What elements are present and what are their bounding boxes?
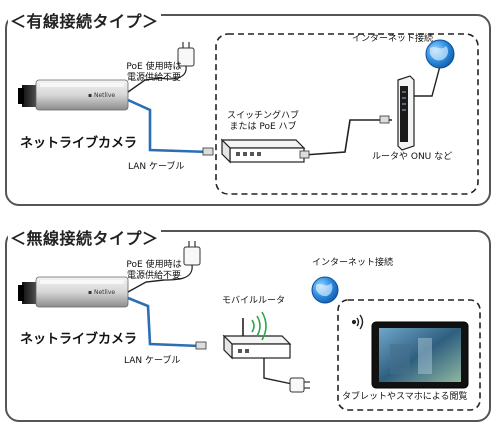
- switch-label-line1: スイッチングハブ: [226, 111, 299, 121]
- globe-icon: [311, 276, 339, 304]
- wireless-camera-label: ネットライブカメラ: [20, 332, 138, 347]
- poe-note-line1: PoE 使用時は: [126, 260, 182, 270]
- wifi-icon: [351, 314, 364, 330]
- viewer-box: [337, 299, 481, 411]
- wireless-viewer-label: タブレットやスマホによる閲覧: [342, 392, 468, 402]
- poe-note-line2: 電源供給不要: [126, 73, 181, 83]
- wired-lan-cable-label: LAN ケーブル: [128, 162, 185, 172]
- wireless-poe-note: PoE 使用時は 電源供給不要: [124, 260, 184, 282]
- wireless-lan-cable-label: LAN ケーブル: [124, 356, 181, 366]
- tablet-icon: [371, 321, 469, 389]
- globe-icon: [425, 39, 455, 69]
- power-adapter-icon: [289, 377, 310, 393]
- router-icon: [397, 75, 415, 151]
- wired-router-label: ルータや ONU など: [372, 152, 453, 162]
- wireless-router-label: モバイルルータ: [222, 296, 286, 306]
- svg-text:▪ Netlive: ▪ Netlive: [88, 289, 115, 296]
- wired-poe-note: PoE 使用時は 電源供給不要: [124, 62, 184, 84]
- camera-icon: ▪ Netlive: [18, 79, 129, 111]
- poe-note-line1: PoE 使用時は: [126, 62, 182, 72]
- wireless-internet-label: インターネット接続: [312, 258, 394, 268]
- wifi-icon: [251, 311, 267, 341]
- router-icon: [222, 318, 292, 360]
- svg-text:▪ Netlive: ▪ Netlive: [88, 92, 115, 99]
- wired-camera-label: ネットライブカメラ: [20, 136, 138, 151]
- wired-switch-label: スイッチングハブ または PoE ハブ: [222, 111, 304, 133]
- switch-hub-icon: [220, 138, 306, 164]
- camera-icon: ▪ Netlive: [18, 276, 129, 308]
- switch-label-line2: または PoE ハブ: [229, 122, 297, 132]
- wired-internet-label: インターネット接続: [352, 34, 434, 44]
- power-adapter-icon: [183, 241, 201, 266]
- wired-network-box: [215, 33, 479, 195]
- poe-note-line2: 電源供給不要: [126, 271, 181, 281]
- wired-title: ＜有線接続タイプ＞: [8, 8, 161, 32]
- wireless-title: ＜無線接続タイプ＞: [8, 225, 161, 249]
